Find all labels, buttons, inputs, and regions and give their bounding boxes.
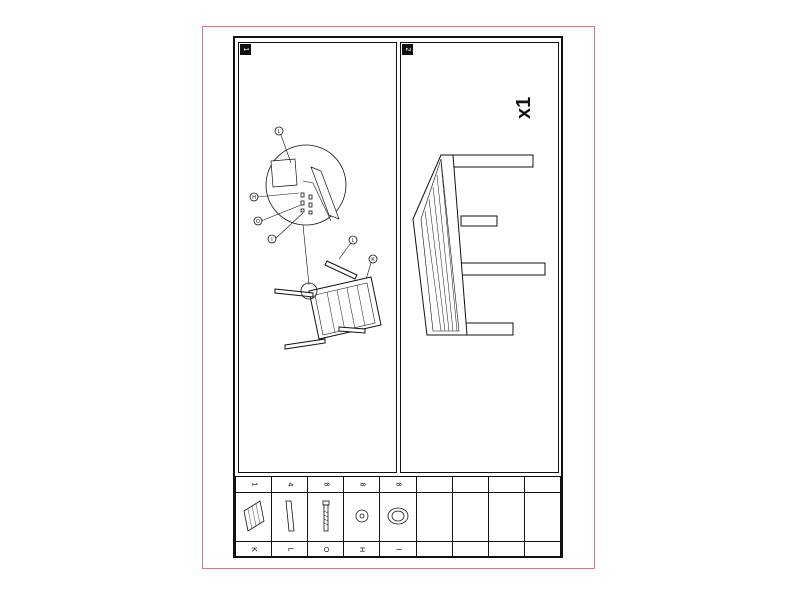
part-qty	[523, 476, 562, 493]
callout-O	[253, 216, 263, 226]
step-1-panel: 1	[238, 42, 397, 473]
callout-letter: K	[371, 257, 375, 263]
part-code	[451, 541, 489, 558]
leg-icon	[285, 500, 295, 532]
part-qty: 8	[379, 476, 417, 493]
part-code: L	[271, 541, 309, 558]
parts-list-table: 1 4 8 8 8	[234, 476, 562, 558]
slatted-panel-icon	[243, 500, 264, 532]
callout-L	[348, 235, 358, 245]
part-code: O	[307, 541, 345, 558]
part-qty: 8	[307, 476, 345, 493]
part-qty: 8	[343, 476, 381, 493]
callout-H	[249, 192, 259, 202]
part-code	[487, 541, 525, 558]
page-border	[202, 26, 595, 569]
part-code: I	[379, 541, 417, 558]
part-qty	[487, 476, 525, 493]
step-2-panel: 2 x1	[400, 42, 559, 473]
callout-K	[368, 254, 378, 264]
part-qty	[451, 476, 489, 493]
table-upside-down	[274, 260, 382, 350]
part-qty: 1	[234, 476, 273, 493]
callout-L-top	[274, 126, 284, 136]
part-code	[523, 541, 562, 558]
part-code: H	[343, 541, 381, 558]
part-qty: 4	[271, 476, 309, 493]
bolt-icon	[322, 500, 330, 532]
callout-letter: L	[278, 129, 281, 135]
parts-image-row	[234, 492, 562, 542]
callout-letter: L	[352, 238, 355, 244]
parts-code-row: K L O H I	[234, 541, 562, 558]
step-1-illustration: L H O I L K	[249, 126, 382, 350]
washer-icon	[355, 509, 369, 523]
part-code: K	[234, 541, 273, 558]
instruction-sheet: 1	[233, 36, 563, 558]
callout-letter: I	[271, 237, 272, 243]
quantity-label: x1	[513, 96, 535, 119]
part-code	[415, 541, 453, 558]
callout-letter: O	[256, 219, 260, 225]
barrel-nut-icon	[387, 507, 409, 525]
callout-I	[267, 234, 277, 244]
assembled-table	[412, 154, 546, 336]
step-2-illustration	[412, 154, 546, 336]
callout-letter: H	[252, 195, 256, 201]
parts-qty-row: 1 4 8 8 8	[234, 476, 562, 493]
part-qty	[415, 476, 453, 493]
